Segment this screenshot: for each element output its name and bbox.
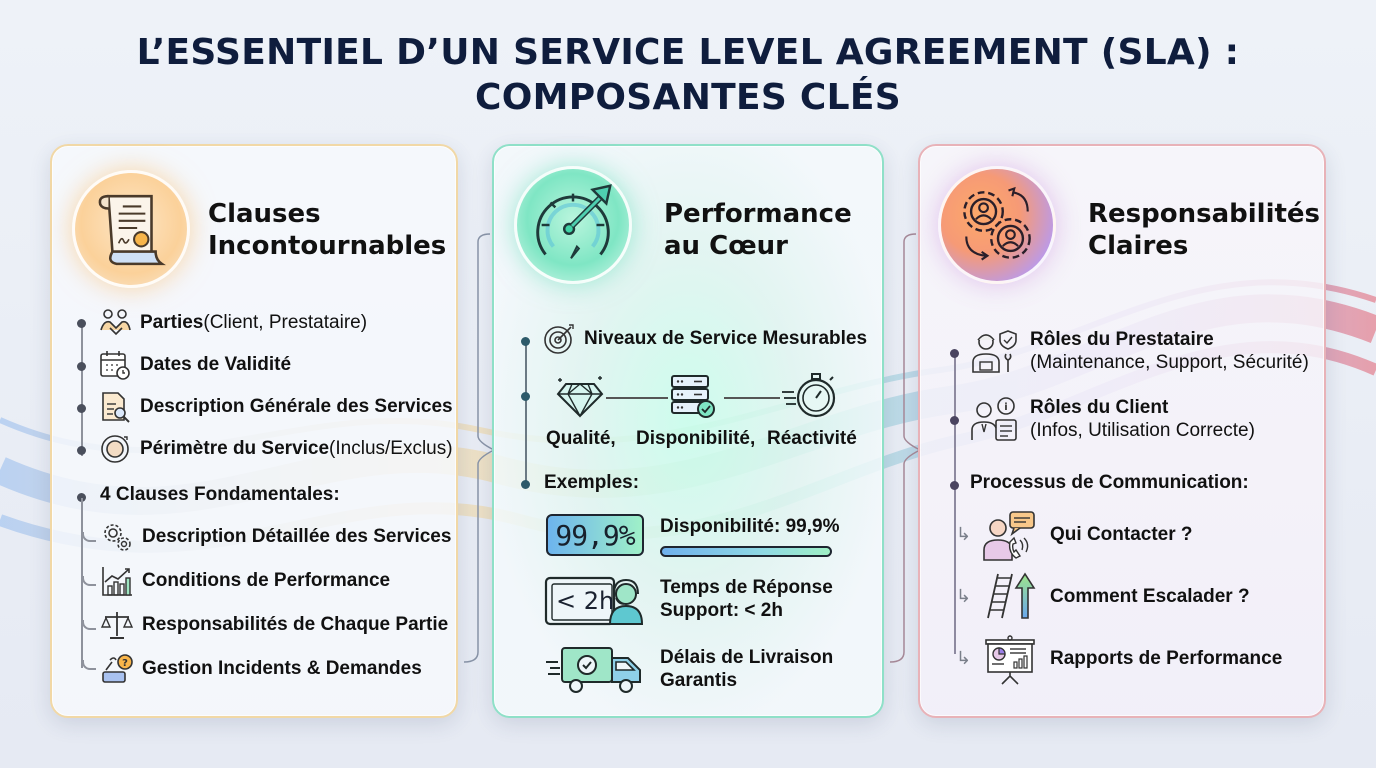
metric-connector (724, 397, 780, 399)
timeline-dot (521, 392, 530, 401)
contract-scroll-icon (72, 170, 190, 288)
timeline-dot (77, 404, 86, 413)
timeline-line (81, 498, 83, 668)
list-item-description-generale: Description Générale des Services (98, 390, 453, 424)
list-item-perimetre: Périmètre du Service (Inclus/Exclus) (98, 432, 453, 466)
page-title: L’ESSENTIEL D’UN SERVICE LEVEL AGREEMENT… (0, 30, 1376, 120)
timeline-dot (77, 493, 86, 502)
branch-hook (82, 576, 96, 586)
timeline-dot (77, 446, 86, 455)
timeline-line (525, 342, 527, 482)
metric-connector (606, 397, 668, 399)
panel-title-responsabilites: Responsabilités Claires (1088, 199, 1321, 261)
panel-performance: Performance au Cœur Niveaux de Service M… (492, 144, 884, 718)
wrench-question-icon: ? (100, 652, 134, 686)
growth-chart-icon (100, 564, 134, 598)
diamond-icon (554, 374, 606, 420)
contact-phone-icon (982, 510, 1036, 562)
support-agent-icon: < 2h (544, 574, 648, 628)
list-item-dates: Dates de Validité (98, 348, 291, 382)
calendar-clock-icon (98, 348, 132, 382)
process-qui-contacter: Qui Contacter ? (1050, 524, 1193, 545)
availability-progress-bar (660, 546, 832, 557)
panel-title-clauses: Clauses Incontournables (208, 199, 447, 261)
measurable-levels: Niveaux de Service Mesurables (542, 322, 867, 356)
branch-hook (82, 532, 96, 542)
technician-shield-icon (970, 328, 1022, 374)
example-availability-label: Disponibilité: 99,9% (660, 516, 840, 537)
panel-title-performance: Performance au Cœur (664, 199, 852, 261)
ladder-arrow-icon (984, 570, 1036, 622)
delivery-truck-icon (544, 644, 648, 696)
timeline-dot (77, 319, 86, 328)
timeline-line (81, 322, 83, 456)
title-line-1: L’ESSENTIEL D’UN SERVICE LEVEL AGREEMENT… (136, 32, 1240, 73)
sub-item-conditions-performance: Conditions de Performance (100, 564, 390, 598)
branch-arrow-icon: ↳ (956, 524, 972, 544)
branch-arrow-icon: ↳ (956, 586, 972, 606)
server-check-icon (668, 372, 720, 422)
balance-scale-icon (100, 608, 134, 642)
svg-text:i: i (1004, 402, 1007, 413)
sub-item-gestion-incidents: ? Gestion Incidents & Demandes (100, 652, 422, 686)
timeline-dot (950, 349, 959, 358)
metric-reactivite: Réactivité (767, 428, 857, 449)
gears-people-icon (938, 166, 1056, 284)
availability-badge: 99,9% (546, 514, 644, 556)
example-delivery: Délais de Livraison Garantis (660, 647, 834, 691)
handshake-icon (98, 306, 132, 340)
speedometer-icon (514, 166, 632, 284)
sub-item-responsabilites: Responsabilités de Chaque Partie (100, 608, 448, 642)
sub-item-description-detaillee: Description Détaillée des Services (100, 520, 451, 554)
timeline-dot (77, 362, 86, 371)
title-line-2: COMPOSANTES CLÉS (474, 77, 902, 118)
list-item-parties: Parties (Client, Prestataire) (98, 306, 367, 340)
stopwatch-icon (780, 370, 840, 422)
scope-circle-icon (98, 432, 132, 466)
metric-disponibilite: Disponibilité, (636, 428, 756, 449)
metric-qualite: Qualité, (546, 428, 616, 449)
role-prestataire: Rôles du Prestataire (Maintenance, Suppo… (970, 328, 1309, 374)
client-info-icon: i (970, 396, 1022, 442)
examples-heading: Exemples: (544, 472, 640, 493)
gears-icon (100, 520, 134, 554)
process-rapports: Rapports de Performance (1050, 648, 1283, 669)
branch-hook (82, 660, 96, 670)
svg-text:?: ? (122, 658, 128, 669)
branch-hook (82, 620, 96, 630)
target-icon (542, 322, 576, 356)
process-escalader: Comment Escalader ? (1050, 586, 1250, 607)
process-heading: Processus de Communication: (970, 472, 1249, 493)
presentation-report-icon (984, 634, 1036, 686)
example-response-time: Temps de Réponse Support: < 2h (660, 577, 833, 621)
sub-heading-4-clauses: 4 Clauses Fondamentales: (100, 484, 340, 505)
panel-responsabilites: Responsabilités Claires Rôles du Prestat… (918, 144, 1326, 718)
timeline-dot (950, 481, 959, 490)
document-search-icon (98, 390, 132, 424)
timeline-dot (521, 480, 530, 489)
role-client: i Rôles du Client (Infos, Utilisation Co… (970, 396, 1255, 442)
timeline-line (954, 354, 956, 654)
timeline-dot (521, 337, 530, 346)
panel-clauses: Clauses Incontournables Parties (Client,… (50, 144, 458, 718)
branch-arrow-icon: ↳ (956, 648, 972, 668)
timeline-dot (950, 416, 959, 425)
